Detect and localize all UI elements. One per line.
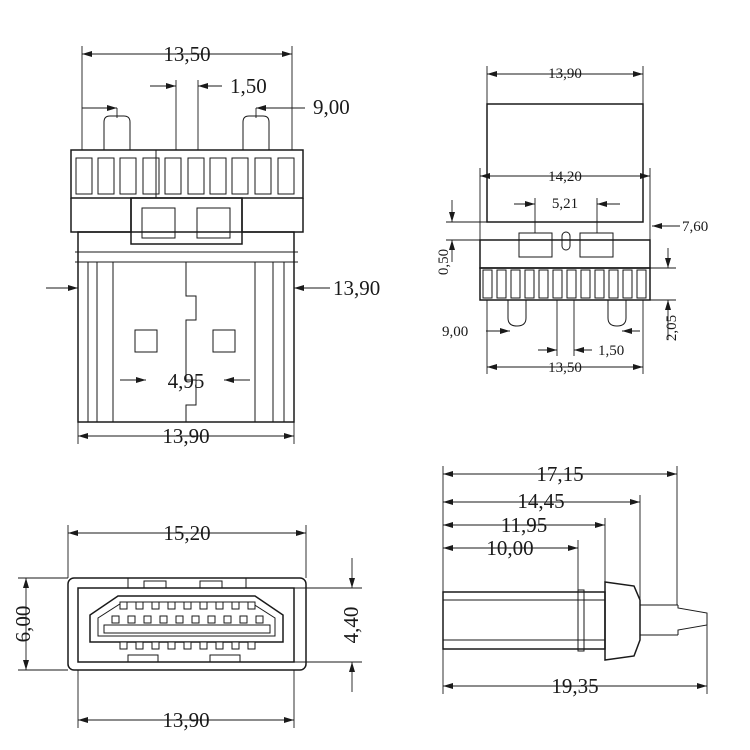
dim-13-90-front: 13,90 (162, 708, 209, 732)
side-window-left (518, 232, 553, 258)
top-pin-slots (75, 157, 295, 195)
length-ridge (577, 589, 585, 652)
dim-9-00-top: 9,00 (313, 95, 350, 119)
front-flange (67, 577, 307, 671)
front-shell (77, 587, 295, 663)
dim-17-15: 17,15 (536, 462, 583, 486)
dim-5-21: 5,21 (552, 196, 578, 212)
dim-13-50-side: 13,50 (548, 360, 582, 376)
dim-13-90-right: 13,90 (333, 276, 380, 300)
top-right-post (242, 115, 270, 150)
dim-1-50-side: 1,50 (598, 343, 624, 359)
dim-13-90-bottom: 13,90 (162, 424, 209, 448)
side-post-left (507, 300, 527, 327)
front-contacts-lower (119, 641, 256, 650)
dim-11-95: 11,95 (501, 513, 547, 537)
dim-4-40: 4,40 (339, 607, 363, 644)
length-view: 17,15 14,45 11,95 10,00 19,35 (442, 462, 708, 698)
top-view: 13,50 1,50 9,00 13,90 4,95 13,90 (46, 42, 380, 448)
length-tail (677, 605, 708, 635)
dim-15-20: 15,20 (163, 521, 210, 545)
dim-2-05: 2,05 (664, 315, 680, 341)
side-post-right (607, 300, 627, 327)
top-seam (185, 262, 197, 422)
top-pad-left (134, 329, 158, 353)
dim-7-60: 7,60 (682, 219, 708, 235)
side-pin-row (479, 267, 651, 301)
side-view: 13,90 14,20 5,21 0,50 7,60 2,05 9,00 1,5… (436, 66, 708, 376)
dim-6-00: 6,00 (11, 606, 35, 643)
dim-10-00: 10,00 (486, 536, 533, 560)
front-contacts-upper (111, 601, 264, 624)
dim-9-00-side: 9,00 (442, 324, 468, 340)
dim-13-50-top: 13,50 (163, 42, 210, 66)
top-pad-right (212, 329, 236, 353)
top-latch-block (130, 197, 243, 245)
dim-1-50-top: 1,50 (230, 74, 267, 98)
dim-13-90-side: 13,90 (548, 66, 582, 82)
top-window-left (141, 207, 176, 239)
dim-14-20: 14,20 (548, 169, 582, 185)
top-housing (70, 149, 304, 199)
top-window-right (196, 207, 231, 239)
dim-0-50: 0,50 (436, 249, 452, 275)
side-shell (486, 103, 644, 223)
side-housing (479, 239, 651, 269)
front-view: 15,20 6,00 4,40 13,90 (11, 521, 363, 732)
dim-14-45: 14,45 (517, 489, 564, 513)
front-opening (89, 595, 284, 643)
dim-19-35: 19,35 (551, 674, 598, 698)
dim-4-95: 4,95 (168, 369, 205, 393)
top-left-post (103, 115, 131, 150)
side-window-right (579, 232, 614, 258)
length-flange (604, 581, 641, 661)
